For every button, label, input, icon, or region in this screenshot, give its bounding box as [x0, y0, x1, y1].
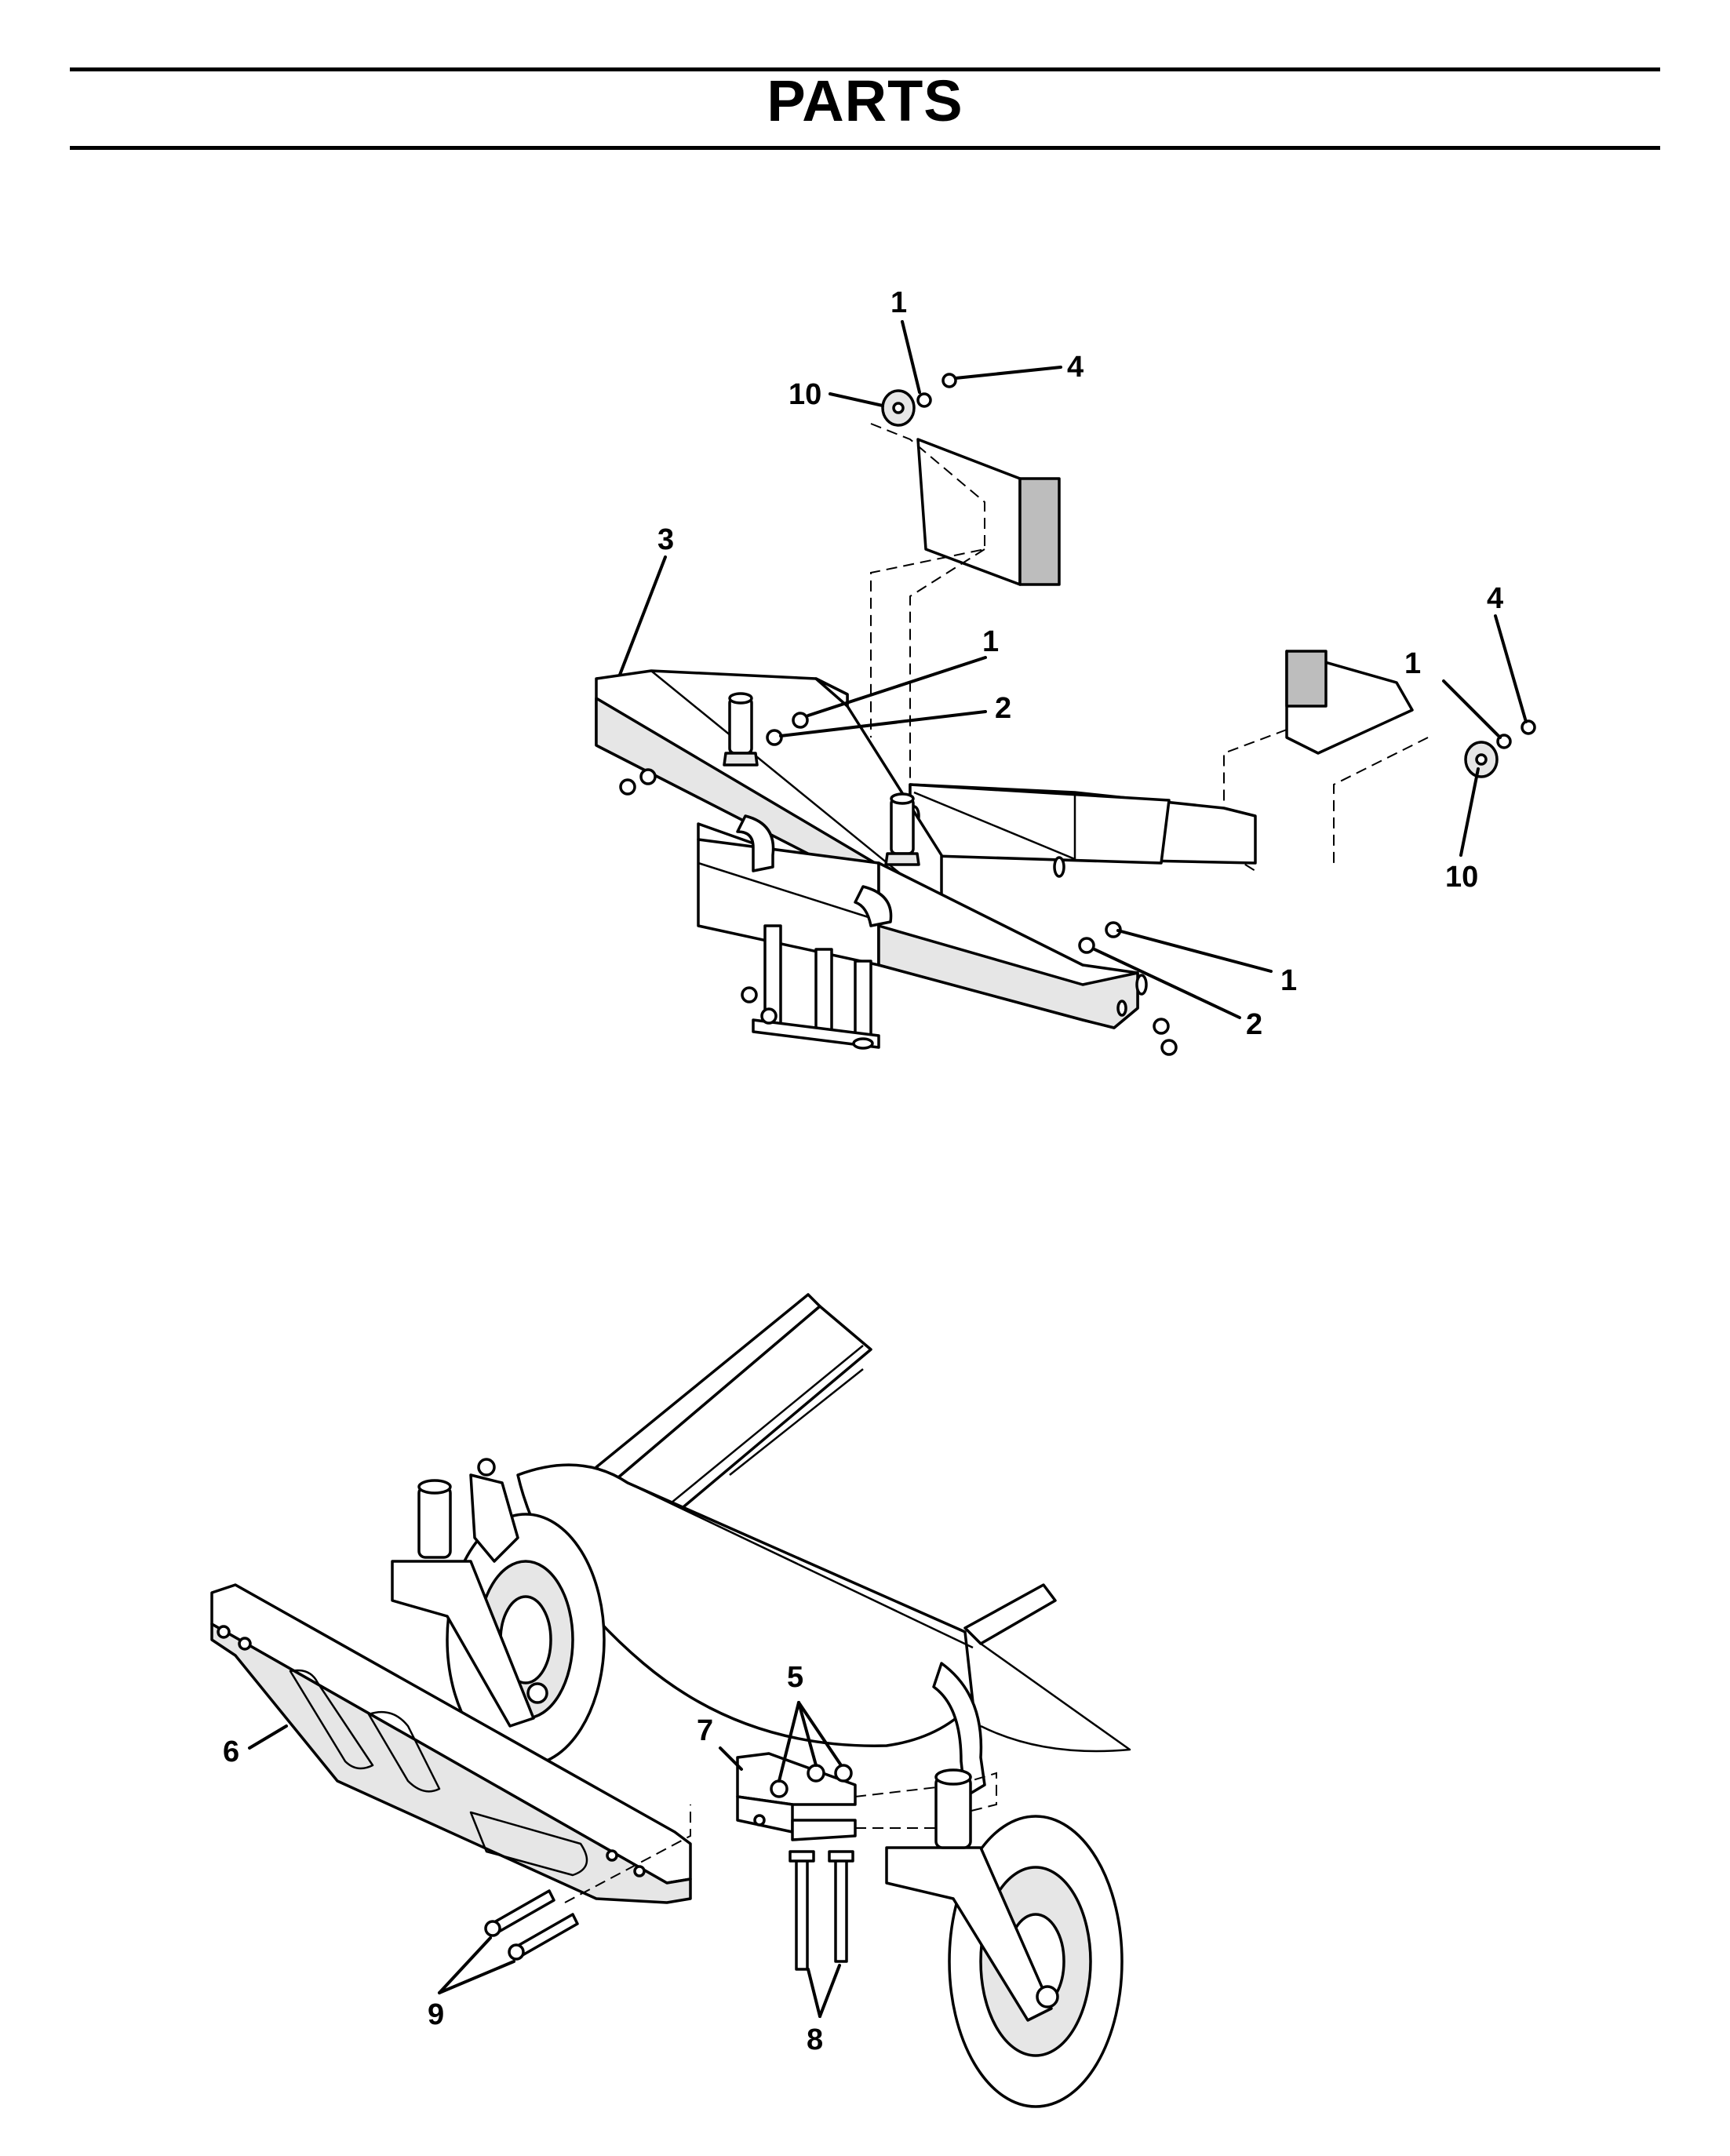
- callout-1-top: 1: [890, 286, 907, 319]
- callout-2-lower: 2: [1246, 1008, 1262, 1041]
- callout-2-middle: 2: [995, 692, 1011, 725]
- callout-10-top: 10: [789, 378, 821, 411]
- callout-3: 3: [657, 523, 674, 556]
- mounting-bracket: [736, 1752, 997, 1841]
- bumper-bolts: [484, 1805, 691, 1961]
- lower-leaders: [248, 1701, 843, 2018]
- right-caster-assembly: [885, 1768, 1124, 2108]
- front-bumper: [210, 1583, 692, 1904]
- callout-10-right: 10: [1445, 861, 1478, 894]
- page-title: PARTS: [767, 68, 963, 133]
- callout-6: 6: [223, 1735, 239, 1768]
- bracket-bolts: [789, 1850, 854, 1971]
- bottom-rule: [70, 146, 1660, 150]
- deck-cross-member: [908, 783, 1257, 878]
- callout-1-middle: 1: [982, 625, 999, 658]
- upper-assembly: 1 4 10 3 1 2 4 1 10 1 2: [595, 286, 1536, 1056]
- top-rule: [70, 67, 1660, 71]
- bolt-hardware: [619, 373, 1536, 1056]
- hitch-pins: [723, 692, 920, 866]
- callout-4-top: 4: [1067, 351, 1084, 384]
- callout-7: 7: [697, 1714, 713, 1747]
- callout-4-right: 4: [1487, 582, 1503, 615]
- callout-9: 9: [428, 1998, 444, 2031]
- chassis-frame: [595, 1293, 1131, 1753]
- lower-strut-pins: [752, 924, 880, 1050]
- upper-leaders: [618, 320, 1528, 1019]
- lower-deck-mount: [697, 814, 1148, 1029]
- lower-assembly: 5 7 6 9 8: [210, 1293, 1131, 2108]
- callout-5: 5: [787, 1661, 803, 1694]
- callout-8: 8: [807, 2023, 823, 2056]
- lower-callouts: 5 7 6 9 8: [223, 1661, 823, 2056]
- upper-frame-bracket: [870, 423, 1061, 785]
- callout-1-lower: 1: [1280, 964, 1297, 997]
- right-frame-bracket: [1223, 650, 1429, 872]
- callout-1-right: 1: [1404, 647, 1421, 680]
- left-caster-assembly: [391, 1458, 606, 1767]
- upper-callouts: 1 4 10 3 1 2 4 1 10 1 2: [657, 286, 1503, 1041]
